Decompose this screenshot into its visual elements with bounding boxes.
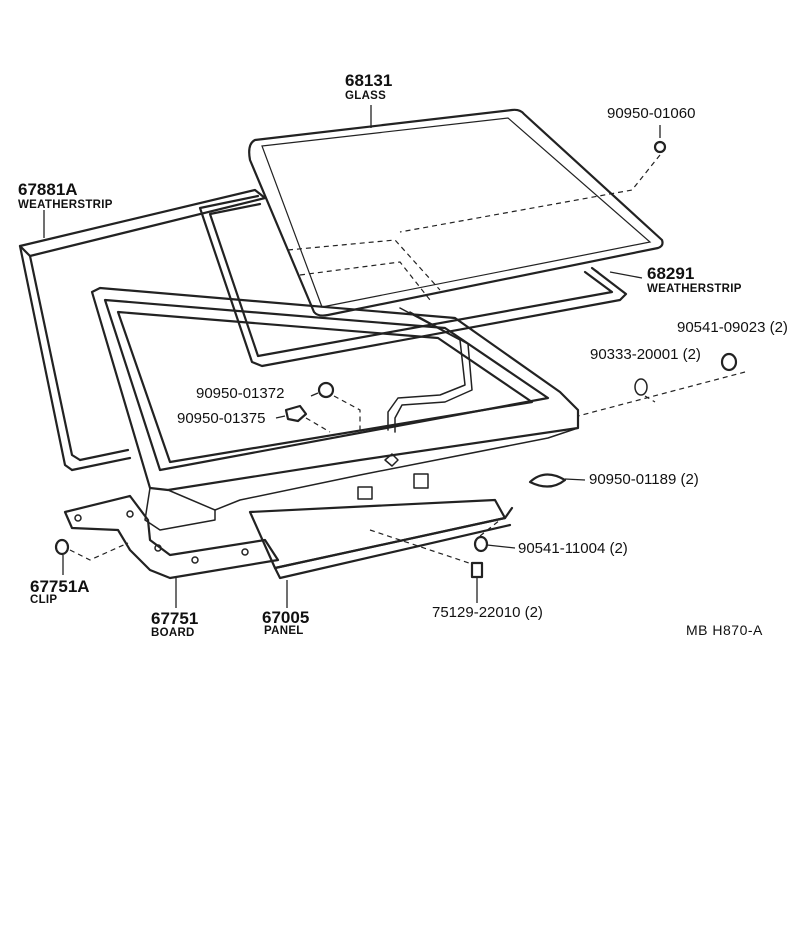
fastener-label-90950-01189: 90950-01189 (2) bbox=[589, 471, 699, 488]
board-part-name: BOARD bbox=[151, 627, 195, 639]
fasteners-drawing bbox=[54, 140, 746, 579]
fastener-label-90333-20001: 90333-20001 (2) bbox=[590, 346, 701, 363]
fastener-label-90541-11004: 90541-11004 (2) bbox=[518, 540, 628, 557]
figure-code: MB H870-A bbox=[686, 622, 763, 638]
fastener-label-90541-09023: 90541-09023 (2) bbox=[677, 319, 788, 336]
panel-part-name: PANEL bbox=[264, 625, 304, 637]
inner-weatherstrip-drawing bbox=[198, 194, 628, 368]
inner-weatherstrip-part-name: WEATHERSTRIP bbox=[647, 283, 742, 295]
fastener-label-90950-01060: 90950-01060 bbox=[607, 105, 696, 122]
glass-part-number: 68131 bbox=[345, 71, 393, 90]
clip-part-name: CLIP bbox=[30, 594, 58, 606]
glass-drawing bbox=[248, 108, 664, 317]
inner-weatherstrip-part-number: 68291 bbox=[647, 264, 695, 283]
clip-part-number: 67751A bbox=[30, 577, 90, 596]
panel-drawing bbox=[248, 498, 514, 580]
board-part-number: 67751 bbox=[151, 609, 199, 628]
panel-part-number: 67005 bbox=[262, 608, 310, 627]
leader-lines bbox=[43, 105, 661, 608]
fastener-label-90950-01372: 90950-01372 bbox=[196, 385, 285, 402]
outer-weatherstrip-part-name: WEATHERSTRIP bbox=[18, 199, 113, 211]
board-drawing bbox=[63, 494, 280, 580]
glass-part-name: GLASS bbox=[345, 90, 387, 102]
outer-weatherstrip-drawing bbox=[18, 188, 267, 472]
back-door-drawing bbox=[90, 286, 580, 531]
outer-weatherstrip-part-number: 67881A bbox=[18, 180, 78, 199]
fastener-label-90950-01375: 90950-01375 bbox=[177, 410, 266, 427]
fastener-label-75129-22010: 75129-22010 (2) bbox=[432, 604, 543, 621]
